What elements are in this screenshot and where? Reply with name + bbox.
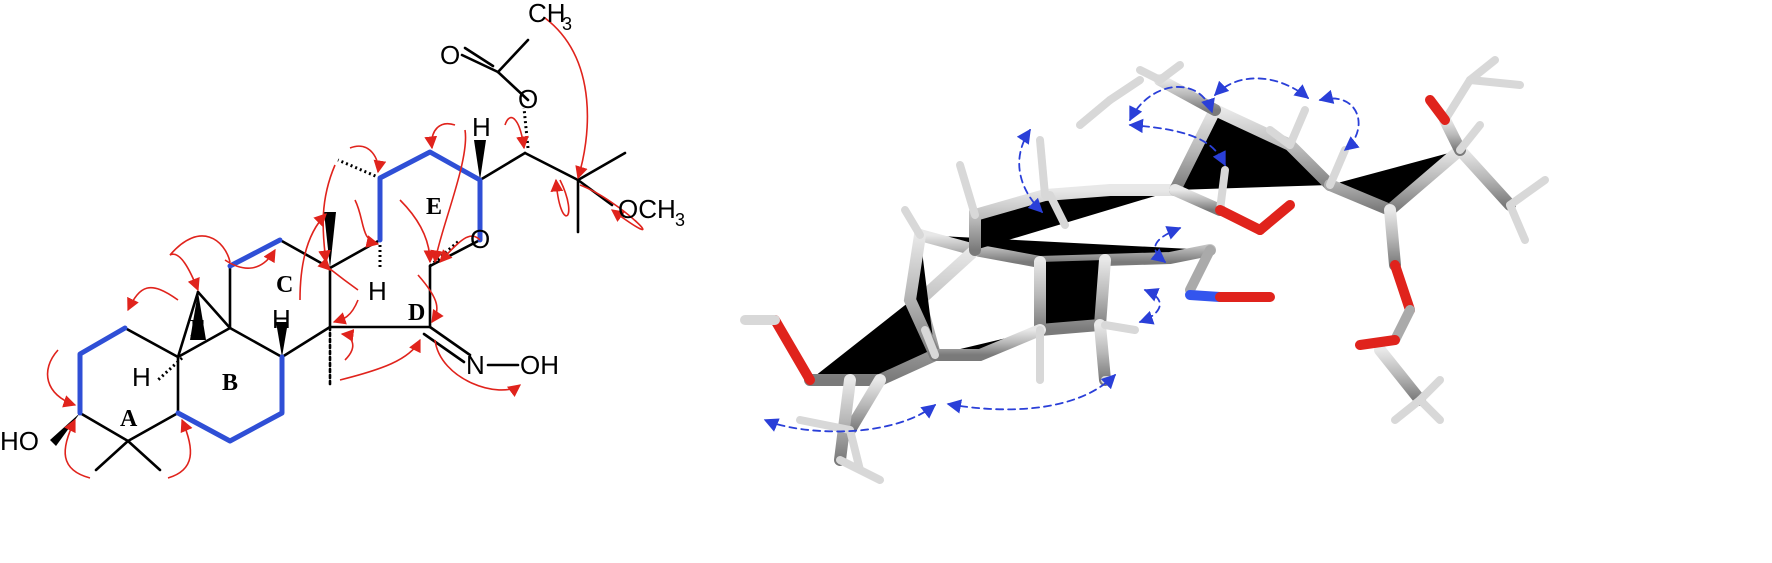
ring-label-b: B — [222, 370, 238, 396]
molecule-3d-model — [740, 56, 1549, 484]
heteroatom-sticks — [740, 95, 1450, 385]
ring-label-a: A — [120, 406, 138, 432]
cosy-bonds — [77, 149, 483, 444]
h-a-label: H — [132, 362, 151, 392]
ring-label-f: F — [190, 316, 205, 342]
ester-o-label: O — [518, 84, 538, 114]
oxime-oh-label: OH — [520, 350, 559, 380]
ring-o-label: O — [470, 224, 490, 254]
och3-label: OCH — [618, 194, 676, 224]
och3-subscript: 3 — [675, 210, 685, 230]
ring-label-d: D — [408, 300, 425, 326]
ring-labels: A B C D E F — [120, 194, 442, 432]
ch3-top-subscript: 3 — [562, 14, 572, 34]
skeleton-bonds — [50, 38, 627, 472]
carbon-sticks — [804, 74, 1516, 466]
acetal-h-label: H — [472, 112, 491, 142]
h-b-label: H — [272, 304, 291, 334]
structure-2d: CH 3 O O H OCH 3 O H H H HO N OH A B C D… — [0, 0, 685, 479]
oxime-n-label: N — [466, 350, 485, 380]
ho-label: HO — [0, 426, 39, 456]
h-c-label: H — [368, 276, 387, 306]
noesy-arrows — [763, 77, 1360, 433]
hmbc-arrows — [46, 17, 644, 479]
ring-label-c: C — [276, 272, 293, 298]
carbonyl-o-label: O — [440, 40, 460, 70]
atom-labels: CH 3 O O H OCH 3 O H H H HO N OH — [0, 0, 685, 456]
ring-label-e: E — [426, 194, 442, 220]
ch3-top-label: CH — [528, 0, 566, 28]
